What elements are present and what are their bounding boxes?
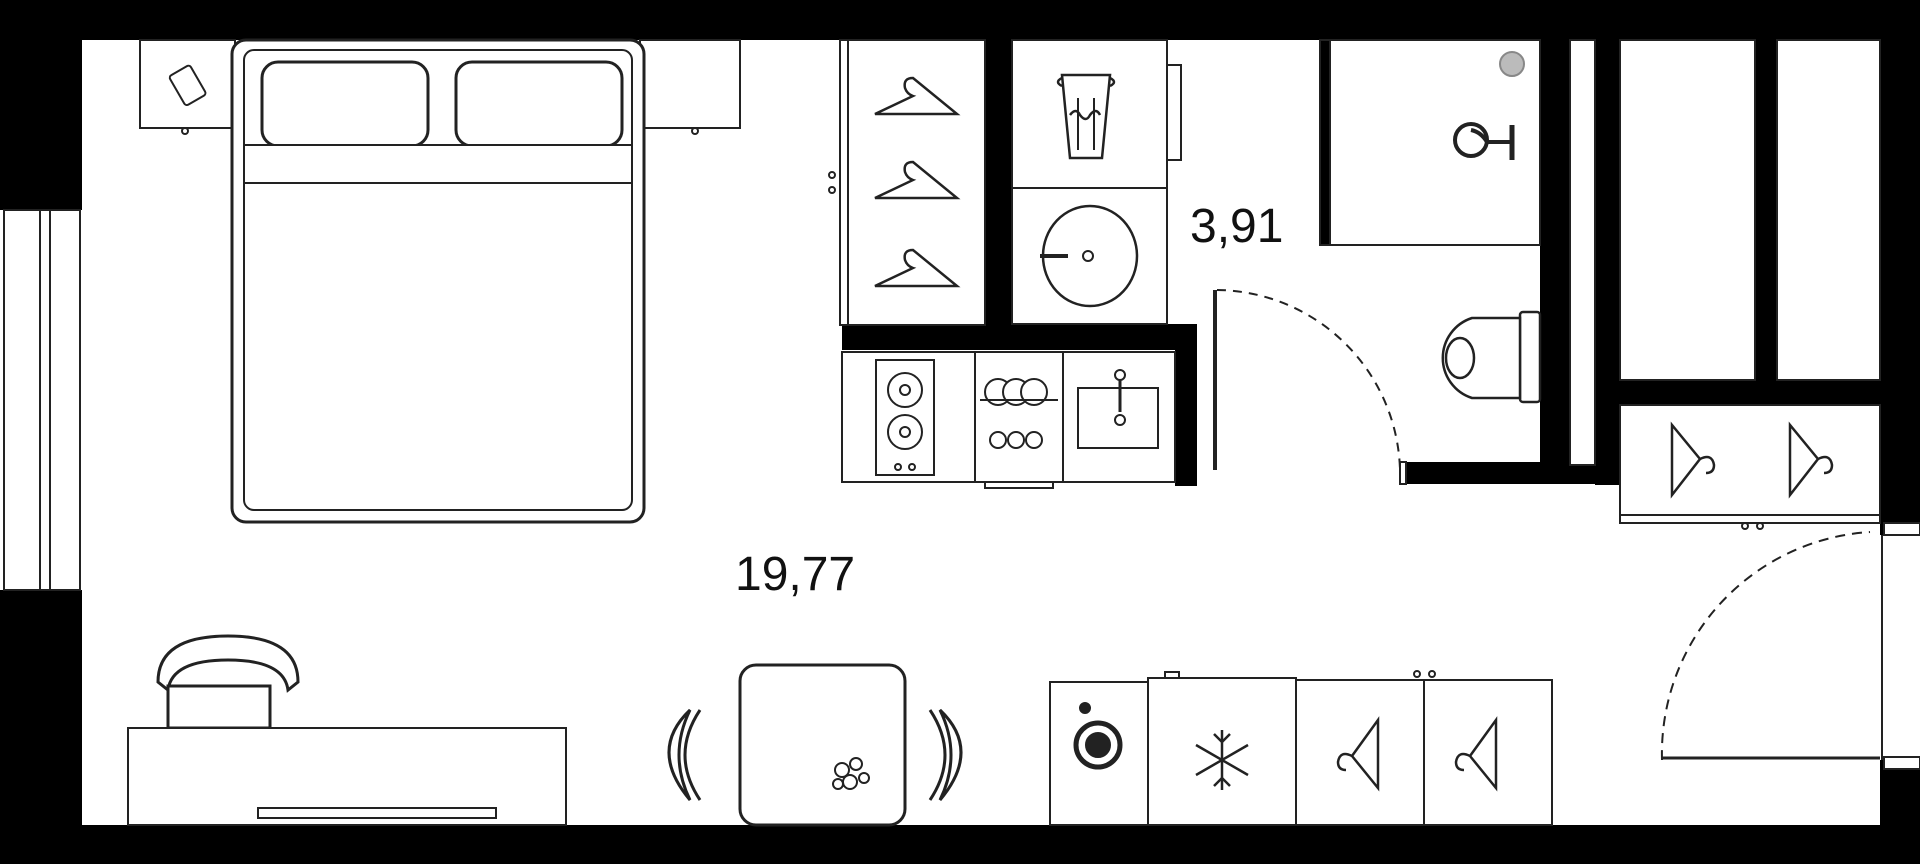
bed-icon [230, 38, 646, 524]
phone-icon [168, 64, 207, 106]
bathroom-area-label: 3,91 [1190, 200, 1283, 253]
snowflake-icon [1195, 730, 1249, 790]
chair-icon [938, 708, 963, 801]
wall-top [0, 0, 1920, 40]
right-niche [1569, 39, 1881, 466]
wall-kitchen-right [1175, 324, 1197, 486]
nightstand-left [139, 39, 236, 135]
wall-bathroom-right [1540, 40, 1570, 480]
plant-icon [832, 757, 870, 790]
bathroom-door[interactable] [1213, 289, 1407, 485]
studio-area-label: 19,77 [735, 548, 855, 601]
entry-door[interactable] [1660, 522, 1920, 770]
desk-icon [127, 727, 567, 826]
bathtub-icon [1056, 73, 1116, 160]
hanger-icon [874, 248, 961, 288]
window [3, 209, 81, 591]
hanger-icon [1670, 421, 1716, 499]
wardrobe-lower [1295, 670, 1553, 826]
wall-left-lower [0, 590, 82, 864]
chair-icon [683, 709, 702, 801]
table-icon [738, 663, 907, 827]
chair-icon [928, 709, 947, 801]
hanger-icon [1454, 716, 1498, 792]
kitchen-counter [841, 351, 1176, 489]
wall-right-lower [1880, 760, 1920, 864]
wall-closet-top [1595, 380, 1880, 405]
chair-icon [156, 634, 300, 730]
wall-wardrobe-bottom [842, 324, 1197, 350]
hanger-icon [1788, 421, 1834, 499]
interior-walls [842, 40, 1880, 486]
stove-icon [875, 359, 935, 476]
dining-set [667, 663, 963, 827]
pillow-icon [260, 60, 430, 148]
dishwasher-icon [974, 351, 1064, 489]
wall-bottom [0, 825, 1920, 864]
washbasin-cabinet [1011, 187, 1168, 325]
door-swing-icon [1216, 289, 1401, 471]
toilet-icon [1441, 310, 1542, 404]
wall-left-upper [0, 0, 82, 210]
pillow-icon [454, 60, 624, 148]
nightstand-right [639, 39, 741, 135]
shower [1319, 39, 1541, 246]
kitchen-sink-icon [1077, 369, 1159, 449]
laundry-cabinet [1011, 39, 1182, 189]
fridge [1147, 671, 1297, 826]
shower-icon [1499, 51, 1525, 77]
hanger-icon [874, 76, 961, 116]
wall-closet-mid [1755, 40, 1777, 385]
entry-closet [1619, 404, 1881, 530]
wall-wardrobe-divider [985, 40, 1011, 330]
wall-right-upper [1880, 0, 1920, 535]
hanger-icon [874, 160, 961, 200]
washing-machine-icon [1049, 681, 1149, 826]
hanger-icon [1336, 716, 1380, 792]
wardrobe [828, 39, 986, 326]
chair-icon [667, 708, 692, 801]
wall-right-niche [1595, 40, 1620, 485]
door-swing-icon [1660, 531, 1871, 761]
